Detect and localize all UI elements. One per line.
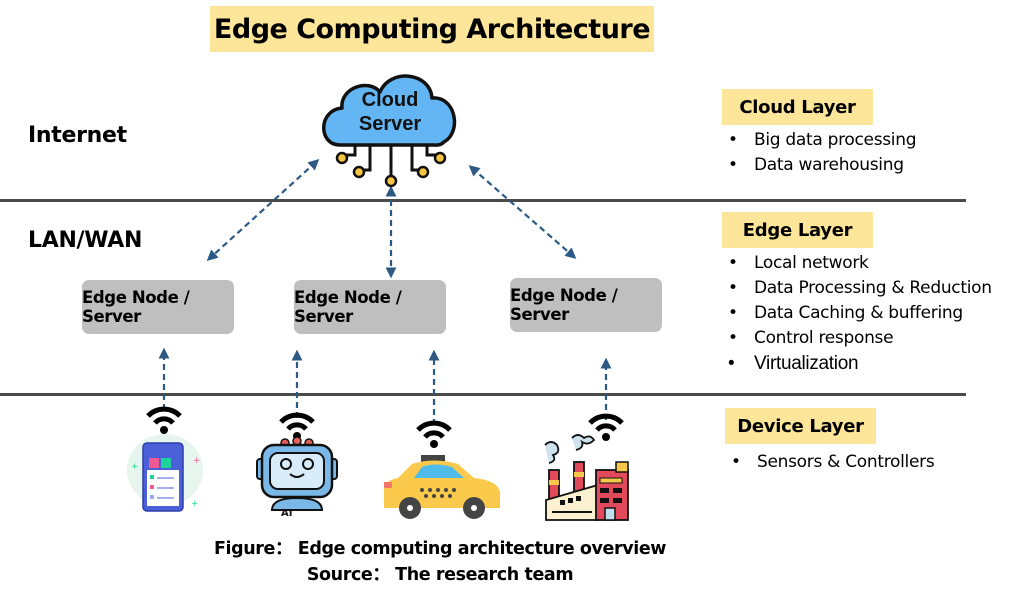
edge-node-3: Edge Node / Server — [510, 278, 662, 332]
taxi-icon — [384, 455, 500, 519]
edge-layer-item: Data Processing & Reduction — [724, 276, 992, 301]
diagram-title: Edge Computing Architecture — [210, 6, 654, 52]
edge-layer-item: Local network — [724, 251, 992, 276]
cloud-layer-title: Cloud Layer — [722, 89, 873, 125]
device-layer-title: Device Layer — [725, 408, 876, 444]
cloud-layer-item: Data warehousing — [724, 153, 916, 178]
svg-text:+: + — [193, 456, 201, 466]
edge-layer-item: Control response — [724, 326, 992, 351]
figure-caption: Figure： Edge computing architecture over… — [213, 539, 667, 559]
divider-lan-device — [0, 393, 966, 396]
cloud-server-icon — [322, 74, 457, 188]
device-layer-item: Sensors & Controllers — [727, 450, 935, 475]
edge-node-2: Edge Node / Server — [294, 280, 446, 334]
robot-icon: AI — [256, 436, 338, 519]
cloud-layer-list: Big data processing Data warehousing — [724, 128, 916, 178]
cloud-layer-item: Big data processing — [724, 128, 916, 153]
zone-label-lan-wan: LAN/WAN — [28, 228, 143, 253]
svg-text:AI: AI — [281, 508, 292, 519]
zone-label-internet: Internet — [28, 123, 127, 148]
smartphone-icon: + + + — [127, 434, 203, 512]
source-caption: Source： The research team — [306, 565, 574, 585]
wifi-icon — [588, 413, 624, 441]
edge-layer-item: Data Caching & buffering — [724, 301, 992, 326]
cloud-label-line1: Cloud — [361, 89, 419, 111]
edge-layer-list: Local network Data Processing & Reductio… — [724, 251, 992, 376]
device-layer-list: Sensors & Controllers — [727, 450, 935, 475]
edge-node-1: Edge Node / Server — [82, 280, 234, 334]
factory-icon — [544, 434, 629, 521]
wifi-icon — [146, 406, 182, 434]
arrow-cloud-edge-3 — [468, 165, 577, 259]
svg-text:+: + — [191, 499, 199, 509]
wifi-icon — [416, 420, 452, 448]
svg-text:+: + — [131, 462, 139, 472]
cloud-label-line2: Server — [358, 113, 422, 135]
edge-layer-title: Edge Layer — [722, 212, 873, 248]
edge-layer-item: Virtualization — [724, 351, 992, 376]
cloud-server-label: Cloud Server — [344, 88, 436, 136]
arrow-cloud-edge-1 — [206, 159, 320, 261]
